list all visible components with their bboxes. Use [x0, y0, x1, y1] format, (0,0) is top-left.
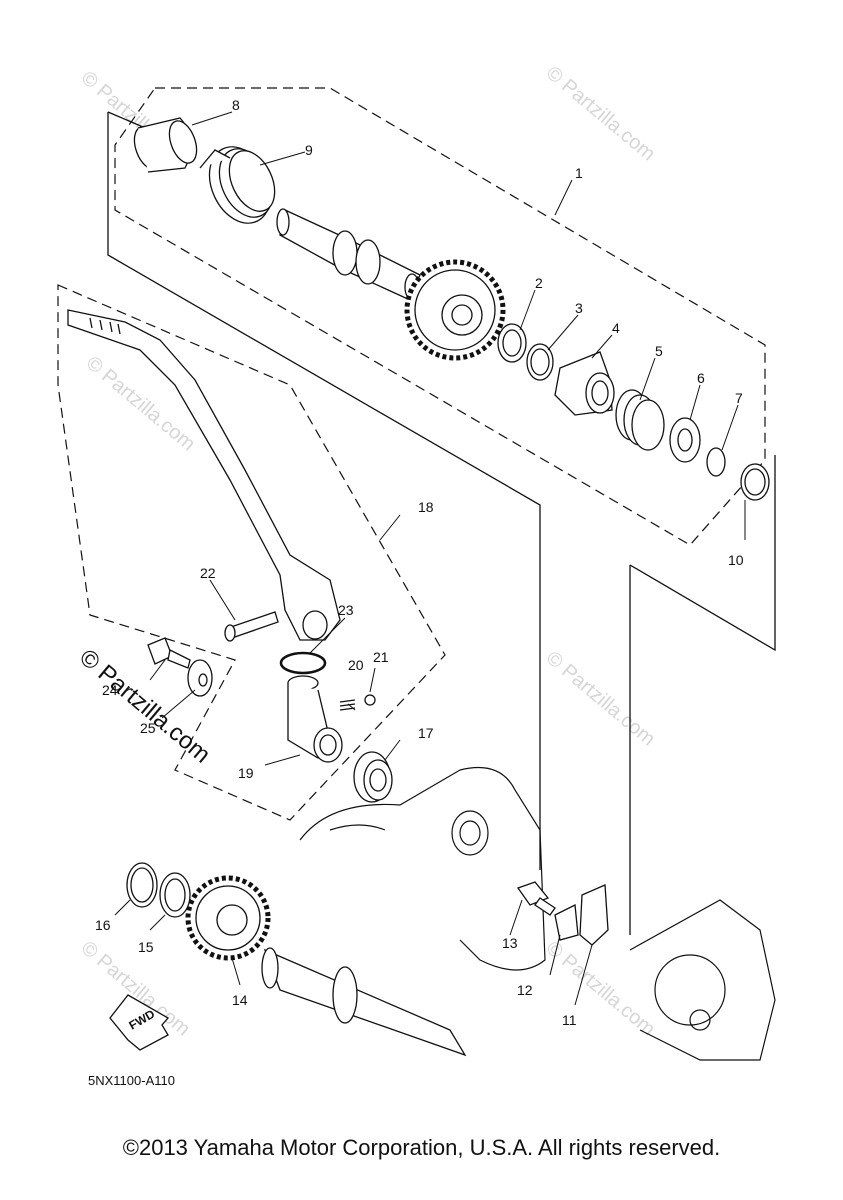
- callout-9: 9: [305, 142, 313, 158]
- bushing-8: [133, 117, 198, 173]
- spring-9: [199, 146, 276, 224]
- ratchet-4: [554, 351, 615, 416]
- copyright-footer: ©2013 Yamaha Motor Corporation, U.S.A. A…: [122, 1135, 721, 1160]
- callout-22: 22: [200, 565, 216, 581]
- leader-lines: [114, 111, 746, 1006]
- callout-8: 8: [232, 97, 240, 113]
- oil-seal-17: [353, 751, 393, 803]
- dashed-outlines: [57, 87, 766, 821]
- fwd-arrow-icon: FWD: [109, 994, 170, 1051]
- callout-2: 2: [535, 275, 543, 291]
- callout-5: 5: [655, 343, 663, 359]
- watermark: © Partzilla.com: [542, 647, 659, 750]
- kick-boss-19: [287, 675, 343, 763]
- watermark: © Partzilla.com: [542, 937, 659, 1040]
- ball-21: [364, 694, 376, 706]
- kick-gear: [404, 259, 506, 361]
- frame-lines: [107, 111, 776, 935]
- crankcase: [299, 766, 776, 1061]
- diagram-code: 5NX1100-A110: [88, 1073, 175, 1088]
- bolt-22: [224, 611, 279, 642]
- callout-20: 20: [348, 657, 364, 673]
- plate-12: [554, 903, 579, 941]
- o-ring-23: [279, 651, 327, 675]
- callout-19: 19: [238, 765, 254, 781]
- callout-3: 3: [575, 300, 583, 316]
- callout-16: 16: [95, 917, 111, 933]
- callout-7: 7: [735, 390, 743, 406]
- callout-6: 6: [697, 370, 705, 386]
- shaft-lower: [263, 948, 467, 1057]
- callout-14: 14: [232, 992, 248, 1008]
- circlip-7: [706, 447, 726, 477]
- callout-18: 18: [418, 499, 434, 515]
- callout-10: 10: [728, 552, 744, 568]
- callout-15: 15: [138, 939, 154, 955]
- stopper-11: [579, 884, 609, 946]
- callout-17: 17: [418, 725, 434, 741]
- kick-lever: [67, 309, 341, 641]
- callout-25: 25: [140, 720, 156, 736]
- callout-13: 13: [502, 935, 518, 951]
- watermark: © Partzilla.com: [542, 62, 659, 165]
- kick-shaft-assembly: [133, 117, 770, 501]
- callout-21: 21: [373, 649, 389, 665]
- callout-23: 23: [338, 602, 354, 618]
- lower-parts: [126, 862, 609, 1057]
- kick-shaft: [276, 208, 421, 301]
- callout-1: 1: [575, 165, 583, 181]
- callout-24: 24: [102, 682, 118, 698]
- callout-4: 4: [612, 320, 620, 336]
- callout-11: 11: [562, 1012, 577, 1028]
- bolt-24: [147, 637, 191, 669]
- washer-25: [187, 659, 213, 697]
- callout-12: 12: [517, 982, 533, 998]
- callouts: 1 2 3 4 5 6 7 8 9 10 11 12 13 14 15 16 1…: [95, 97, 744, 1028]
